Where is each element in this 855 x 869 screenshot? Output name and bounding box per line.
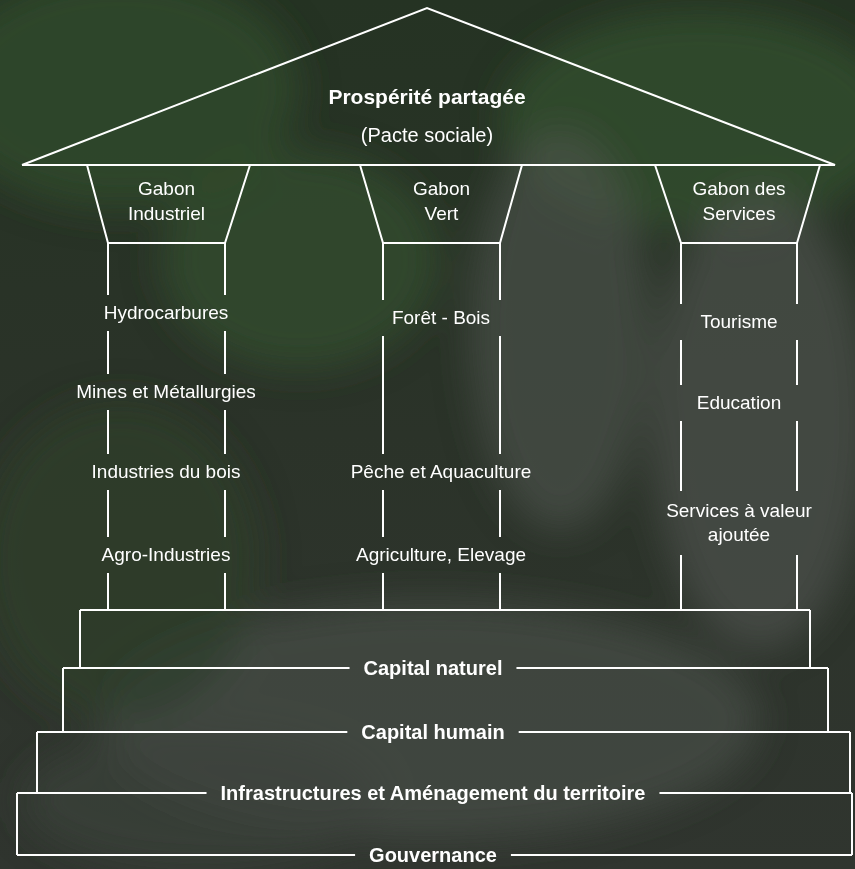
step-title: Capital humain: [361, 720, 504, 745]
sector-label: Pêche et Aquaculture: [351, 460, 532, 484]
outline-stroke: [827, 668, 829, 732]
outline-stroke: [360, 165, 522, 243]
step-title: Capital naturel: [364, 656, 503, 681]
outline-stroke: [80, 609, 810, 611]
roof-subtitle: (Pacte sociale): [361, 123, 493, 148]
outline-stroke: [22, 8, 835, 165]
outline-stroke: [16, 793, 18, 855]
outline-stroke: [87, 165, 250, 243]
pillar-capital: Gabon Vert: [360, 165, 522, 243]
outline-stroke: [809, 610, 811, 668]
outline-stroke: [63, 667, 350, 669]
pillar-capital: Gabon des Services: [655, 165, 820, 243]
outline-stroke: [851, 793, 853, 855]
sector-label: Agro-Industries: [102, 543, 231, 567]
pillar-line: [796, 243, 798, 610]
outline-stroke: [516, 667, 828, 669]
outline-stroke: [62, 668, 64, 732]
outline-stroke: [519, 731, 850, 733]
sector-label: Services à valeur ajoutée: [652, 499, 827, 547]
pillar-title: Gabon Vert: [402, 177, 482, 226]
pillar-title: Gabon des Services: [683, 177, 795, 226]
roof-triangle: Prospérité partagée (Pacte sociale): [22, 8, 835, 165]
pillar-line: [680, 243, 682, 610]
sector-label: Industries du bois: [92, 460, 241, 484]
outline-stroke: [37, 731, 347, 733]
outline-stroke: [659, 792, 852, 794]
outline-stroke: [849, 732, 851, 793]
outline-stroke: [655, 165, 820, 243]
outline-stroke: [17, 792, 207, 794]
step-title: Infrastructures et Aménagement du territ…: [221, 781, 646, 806]
roof-title: Prospérité partagée: [328, 84, 525, 110]
sector-label: Mines et Métallurgies: [76, 380, 256, 404]
outline-stroke: [511, 854, 852, 856]
sector-label: Tourisme: [700, 310, 777, 334]
sector-label: Education: [697, 391, 782, 415]
outline-stroke: [17, 854, 355, 856]
outline-stroke: [36, 732, 38, 793]
step-title: Gouvernance: [369, 843, 497, 868]
sector-label: Hydrocarbures: [104, 301, 229, 325]
sector-label: Forêt - Bois: [392, 306, 490, 330]
outline-stroke: [79, 610, 81, 668]
pillar-capital: Gabon Industriel: [87, 165, 250, 243]
pillar-title: Gabon Industriel: [117, 177, 217, 226]
sector-label: Agriculture, Elevage: [356, 543, 526, 567]
foundation-step: Capital naturel: [80, 610, 810, 668]
